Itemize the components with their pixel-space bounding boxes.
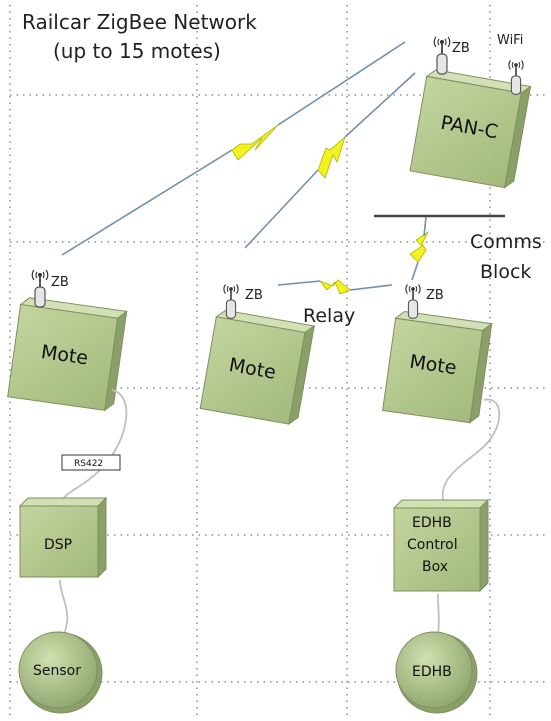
mote-1-box: Mote: [7, 297, 128, 412]
cable-edhb-box-to-edhb: [437, 593, 440, 636]
mote-3-box: Mote: [382, 310, 493, 424]
mote-2-zb-label: ZB: [245, 288, 263, 303]
radio-link-relay: [277, 279, 393, 295]
mote-3-zb-label: ZB: [426, 288, 444, 303]
sensor-label: Sensor: [33, 663, 81, 679]
mote-3-antenna-icon: [404, 283, 422, 320]
dsp-label: DSP: [44, 537, 72, 553]
radio-link-pan-to-mote-1: [61, 41, 406, 256]
edhb-control-box: EDHB Control Box: [392, 498, 490, 593]
mote-1-zb-label: ZB: [51, 275, 69, 290]
mote-2-antenna-icon: [222, 283, 240, 320]
edhb-box-label-line-1: EDHB: [412, 515, 452, 531]
rs422-tag: [61, 454, 121, 471]
title-line-2: (up to 15 motes): [53, 39, 221, 63]
comms-block-label-line-2: Block: [480, 261, 531, 283]
edhb-label: EDHB: [412, 664, 452, 680]
dsp-box: DSP: [18, 496, 108, 579]
cable-mote-3-to-edhb-box: [441, 398, 501, 501]
pan-c-wifi-label: WiFi: [497, 33, 523, 48]
rs422-label: RS422: [74, 459, 103, 469]
title-line-1: Railcar ZigBee Network: [22, 10, 257, 34]
mote-2-box: Mote: [199, 309, 316, 426]
pan-c-zb-label: ZB: [452, 41, 470, 56]
radio-link-pan-to-mote-2: [244, 72, 416, 249]
mote-1-antenna-icon: [31, 268, 49, 309]
sensor-disc: Sensor: [18, 631, 103, 714]
comms-block-label-line-1: Comms: [470, 231, 542, 253]
pan-c-box: PAN-C: [409, 69, 532, 189]
radio-link-comms: [409, 216, 430, 281]
pan-c-wifi-antenna-icon: [507, 59, 525, 96]
relay-label: Relay: [303, 305, 355, 327]
edhb-disc: EDHB: [395, 631, 478, 714]
edhb-box-label-line-2: Control: [407, 537, 458, 553]
cable-dsp-to-sensor: [59, 579, 69, 641]
edhb-box-label-line-3: Box: [422, 559, 448, 575]
pan-c-zigbee-antenna-icon: [433, 35, 451, 76]
